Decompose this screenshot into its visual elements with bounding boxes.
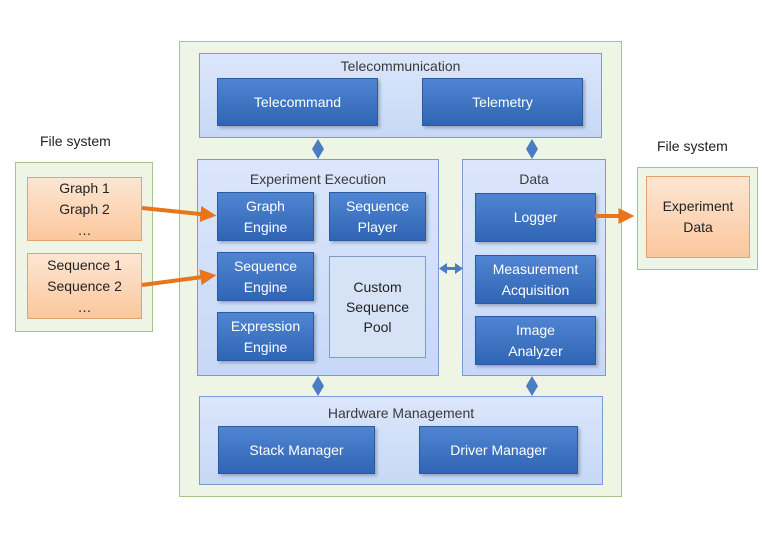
driver-manager-module: Driver Manager bbox=[419, 426, 578, 474]
stack-manager-module: Stack Manager bbox=[218, 426, 375, 474]
data-title: Data bbox=[519, 171, 549, 187]
custom-sequence-pool-box: Custom Sequence Pool bbox=[329, 256, 426, 358]
telecommand-module: Telecommand bbox=[217, 78, 378, 126]
telecommunication-group: Telecommunication Telecommand Telemetry bbox=[199, 53, 602, 138]
left-file-system-label: File system bbox=[40, 133, 111, 149]
expression-engine-module: Expression Engine bbox=[217, 312, 314, 361]
logger-module: Logger bbox=[475, 193, 596, 242]
hardware-management-title: Hardware Management bbox=[327, 405, 475, 421]
experiment-data-box: Experiment Data bbox=[646, 176, 750, 258]
sequence-player-module: Sequence Player bbox=[329, 192, 426, 241]
data-group: Data Logger Measurement Acquisition Imag… bbox=[462, 159, 606, 376]
sequence-files-box: Sequence 1 Sequence 2 … bbox=[27, 253, 142, 319]
graph-files-box: Graph 1 Graph 2 … bbox=[27, 177, 142, 241]
telecommunication-title: Telecommunication bbox=[340, 58, 461, 74]
left-file-system-panel: Graph 1 Graph 2 … Sequence 1 Sequence 2 … bbox=[15, 162, 153, 332]
image-analyzer-module: Image Analyzer bbox=[475, 316, 596, 365]
hardware-management-group: Hardware Management Stack Manager Driver… bbox=[199, 396, 603, 485]
right-file-system-panel: Experiment Data bbox=[637, 167, 758, 270]
right-file-system-label: File system bbox=[657, 138, 728, 154]
experiment-execution-title: Experiment Execution bbox=[249, 171, 387, 187]
sequence-engine-module: Sequence Engine bbox=[217, 252, 314, 301]
graph-engine-module: Graph Engine bbox=[217, 192, 314, 241]
experiment-execution-group: Experiment Execution Graph Engine Sequen… bbox=[197, 159, 439, 376]
measurement-acquisition-module: Measurement Acquisition bbox=[475, 255, 596, 304]
telemetry-module: Telemetry bbox=[422, 78, 583, 126]
